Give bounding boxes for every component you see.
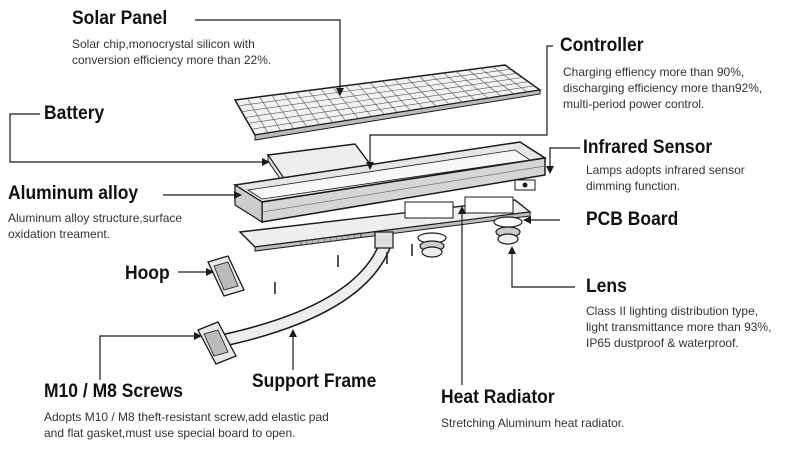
solar-cell-divider (238, 68, 511, 107)
lens-stack-right (493, 216, 523, 245)
lens-description: Class II lighting distribution type, lig… (586, 304, 772, 350)
lens-label: Lens (586, 276, 627, 297)
leader-lines (9, 19, 580, 385)
m10-m8-screws-description: Adopts M10 / M8 theft-resistant screw,ad… (44, 410, 329, 440)
aluminum-frame-part (232, 141, 548, 224)
hoop-label: Hoop (125, 263, 170, 284)
controller-label: Controller (560, 35, 644, 56)
solar-cell-divider (248, 81, 529, 124)
battery-label: Battery (44, 103, 105, 124)
support-frame-part (218, 231, 394, 347)
lens-stack-left (417, 232, 447, 258)
aluminum-alloy-label: Aluminum alloy (8, 183, 139, 204)
infrared-sensor-label: Infrared Sensor (583, 137, 713, 158)
controller-description: Charging effiency more than 90%, dischar… (563, 65, 763, 111)
screws (274, 244, 413, 294)
solar-cell-divider (244, 77, 523, 118)
arrow-heads (194, 88, 554, 340)
heat-radiator-label: Heat Radiator (441, 387, 555, 408)
heat-radiator-description: Stretching Aluminum heat radiator. (441, 416, 625, 430)
aluminum-alloy-description: Aluminum alloy structure,surface oxidati… (8, 211, 183, 241)
pcb-board-label: PCB Board (586, 209, 679, 230)
infrared-sensor-description: Lamps adopts infrared sensor dimming fun… (586, 163, 745, 193)
solar-panel-description: Solar chip,monocrystal silicon with conv… (72, 37, 272, 67)
solar-panel-part (233, 64, 542, 141)
solar-panel-label: Solar Panel (72, 8, 168, 29)
solar-cell-divider (241, 73, 517, 112)
solar-cell-divider (251, 85, 535, 130)
hoop-clamps (197, 255, 245, 365)
support-frame-label: Support Frame (252, 371, 377, 392)
m10-m8-screws-label: M10 / M8 Screws (44, 381, 183, 402)
